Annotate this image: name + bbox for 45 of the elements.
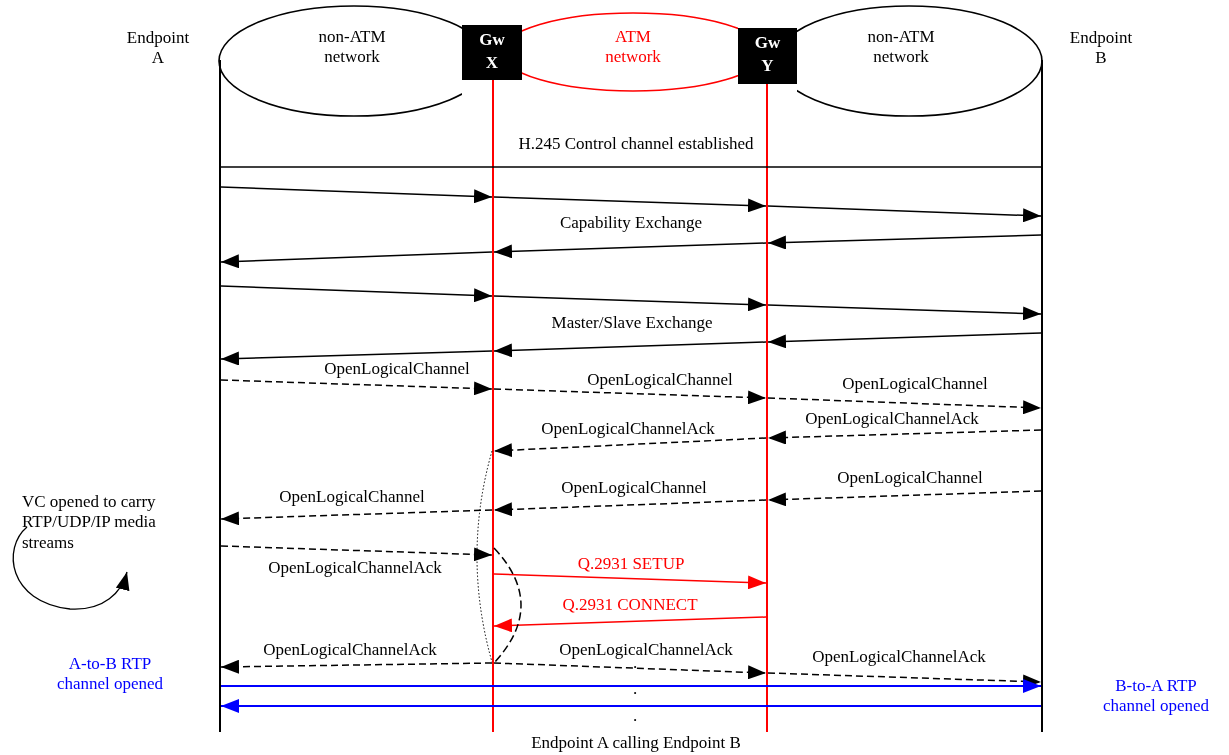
- divider-line: [220, 166, 1042, 168]
- arrow: [767, 304, 1042, 321]
- network-label: non-ATM network: [866, 27, 936, 68]
- note-text: VC opened to carry RTP/UDP/IP media streams: [22, 492, 157, 554]
- dashed-arrow: [220, 379, 493, 396]
- dashed-arrow: [493, 499, 767, 517]
- arrow: [220, 679, 1042, 693]
- dashed-arrow: [493, 662, 767, 680]
- ellipsis-dot: .: [631, 683, 639, 695]
- arrow: [767, 332, 1042, 349]
- arrow: [220, 285, 493, 303]
- arrow: [493, 242, 767, 259]
- arrow: [220, 350, 493, 366]
- dashed-arrow: [220, 659, 493, 674]
- lifeline: [766, 84, 768, 732]
- gateway-box: Gw Y: [738, 28, 797, 84]
- arrow: [493, 616, 767, 633]
- arrow: [767, 205, 1042, 223]
- network-label: ATM network: [604, 27, 662, 68]
- arrow: [220, 699, 1042, 713]
- arrow: [220, 251, 493, 269]
- arrow: [493, 341, 767, 358]
- dashed-arrow: [767, 397, 1042, 415]
- lifeline: [219, 60, 221, 732]
- arrow: [493, 196, 767, 213]
- participant-label: Endpoint B: [1055, 28, 1147, 72]
- dashed-arrow: [767, 429, 1042, 445]
- status-text: B-to-A RTP channel opened: [1101, 676, 1211, 717]
- dashed-arrow: [493, 388, 767, 405]
- dashed-arrow: [493, 437, 767, 458]
- participant-label: Endpoint A: [112, 28, 204, 72]
- dashed-arrow: [767, 490, 1042, 507]
- ellipsis-dot: .: [631, 710, 639, 722]
- gateway-box: Gw X: [462, 25, 522, 80]
- arrow: [493, 573, 767, 590]
- caption: Endpoint A calling Endpoint B: [531, 733, 741, 754]
- arrow: [767, 234, 1042, 250]
- lifeline: [492, 80, 494, 732]
- arrow: [220, 186, 493, 204]
- arrow: [493, 295, 767, 312]
- status-text: A-to-B RTP channel opened: [55, 654, 165, 695]
- network-label: non-ATM network: [317, 27, 387, 68]
- lifeline: [1041, 60, 1043, 732]
- dashed-arrow: [220, 545, 493, 562]
- dashed-arrow: [220, 509, 493, 526]
